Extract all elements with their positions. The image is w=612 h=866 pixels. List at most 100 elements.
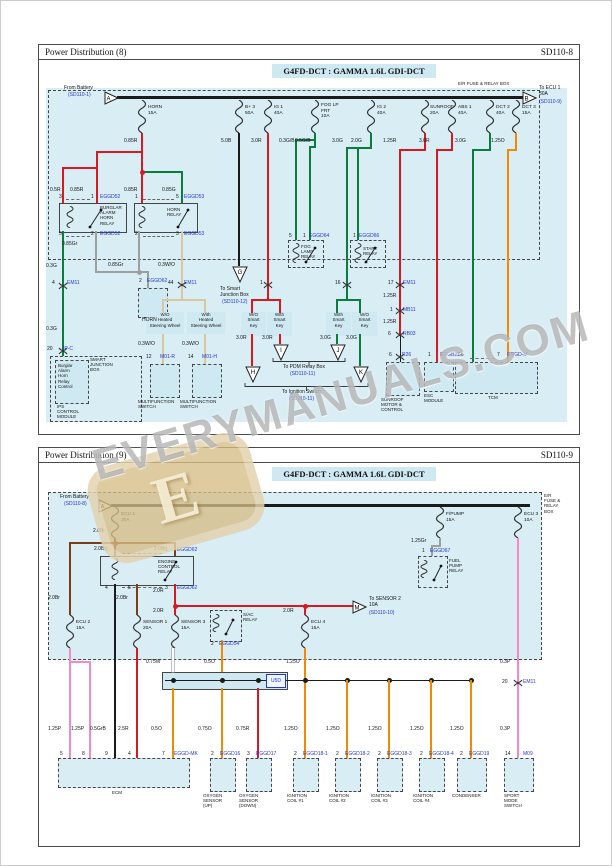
wire-segment <box>62 231 64 356</box>
reference-triangle: A <box>104 91 119 105</box>
wire-segment <box>69 661 91 663</box>
wire-label: 0.5O <box>151 726 162 732</box>
pin-dash-line <box>143 199 174 200</box>
wire-label: 4 <box>105 585 108 591</box>
svg-text:G: G <box>238 270 243 276</box>
wire-segment <box>89 662 91 758</box>
reference-triangle: B <box>522 91 537 105</box>
inline-connector-icon <box>395 331 405 339</box>
wire-label: 2.0Br <box>116 595 128 601</box>
relay-coil-icon <box>138 206 146 228</box>
wire-label: 1.25O <box>410 726 424 732</box>
wire-segment <box>237 133 241 266</box>
wire-segment <box>162 300 164 313</box>
relay-switch-icon <box>224 618 235 636</box>
wire-label: 1 <box>353 233 356 239</box>
inline-connector-icon <box>395 307 405 315</box>
wire-label: 2.0R <box>153 608 164 614</box>
wire-segment <box>309 146 316 148</box>
diagram-box <box>59 203 127 233</box>
wire-segment <box>162 299 206 301</box>
wire-label: 3.0R <box>262 335 273 341</box>
wire-segment <box>95 231 97 272</box>
reference-triangle: A <box>98 499 113 513</box>
connector-label: EGGD53 <box>184 194 205 200</box>
diagram-panel-sd110-8: Power Distribution (8) SD110-8 G4FD-DCT … <box>38 44 580 435</box>
fuse-symbol <box>366 100 376 133</box>
wire-label: 0.5R <box>50 187 61 193</box>
wire-label: 1.25P <box>48 726 62 732</box>
relay-coil-icon <box>66 206 74 228</box>
wire-label: 6 <box>389 352 392 358</box>
wire-label: 0.75W <box>146 659 161 665</box>
component-label: IGNITION COIL #4 <box>413 793 433 804</box>
wire-label: 1.25O <box>450 726 464 732</box>
wire-label: 0.5GrB <box>90 726 106 732</box>
engine-variant-badge: G4FD-DCT : GAMMA 1.6L GDI-DCT <box>272 467 436 481</box>
fuse-label: ECU 3 10A <box>524 512 539 523</box>
wire-label: 16 <box>335 280 341 286</box>
wire-label: 14 <box>505 751 511 757</box>
wire-label: 1 <box>135 194 138 200</box>
wire-label: 2 <box>294 751 297 757</box>
component-label: TCM <box>488 395 498 400</box>
relay-coil-icon <box>111 558 119 580</box>
wire-segment <box>69 648 71 758</box>
wire-segment <box>471 150 475 362</box>
wire-segment <box>204 334 206 364</box>
wire-segment <box>369 133 373 148</box>
inline-connector-icon <box>177 281 187 289</box>
wire-label: 0.85R <box>124 138 138 144</box>
connector-label: EGGD-MK <box>174 751 198 757</box>
wire-label: 2.0Br <box>93 528 105 534</box>
component-label: ENGINE CONTROL RELAY <box>158 559 181 575</box>
connector-label: EGGD-M <box>507 352 528 358</box>
relay-switch-icon <box>304 246 317 264</box>
reference-triangle: I <box>273 344 289 361</box>
pin-dash-line <box>470 358 495 359</box>
wire-segment <box>116 95 524 99</box>
connector-label: EGGD52 <box>100 231 121 237</box>
component-label: ECM <box>112 790 122 795</box>
diagram-box <box>419 758 445 792</box>
connector-label: EGGB22 <box>440 352 461 358</box>
wire-label: 9 <box>105 751 108 757</box>
wire-label: 1.25Gr <box>411 538 427 544</box>
connector-label: (SD110-10) <box>369 610 395 616</box>
relay-switch-icon <box>364 246 377 264</box>
reference-triangle: H <box>245 366 261 383</box>
component-label: OXYGEN SENSOR (UP) <box>203 793 223 809</box>
wire-label: 0.3W/O <box>138 341 155 347</box>
component-label: IGNITION COIL #1 <box>287 793 307 804</box>
wire-label: 3.0G <box>320 335 331 341</box>
component-label: Burglar Alarm Horn Relay Control <box>58 363 73 389</box>
wire-label: 2.0G <box>351 138 362 144</box>
component-label: E/R FUSE & RELAY BOX <box>544 493 561 514</box>
wire-label: 2.0R <box>283 608 294 614</box>
wire-label: 3.0G <box>332 138 343 144</box>
wire-label: 0.3P <box>500 726 511 732</box>
diagram-box <box>210 758 236 792</box>
wire-label: 2 <box>211 641 214 647</box>
wire-segment <box>345 146 373 150</box>
wire-segment <box>431 546 433 556</box>
relay-coil-icon <box>212 614 220 632</box>
wire-segment <box>173 543 177 556</box>
diagram-box <box>150 364 180 398</box>
wire-label: To Smart Junction Box <box>220 286 249 298</box>
wire-label: 0.85Gr <box>62 241 78 247</box>
wire-label: To SENSOR 2 10A <box>369 596 401 608</box>
wire-segment <box>345 148 349 300</box>
connector-label: (SD110-8) <box>64 501 87 507</box>
wire-segment <box>95 271 149 273</box>
component-label: START RELAY <box>363 246 378 257</box>
wire-label: 2 <box>420 751 423 757</box>
wire-label: 3.0R <box>236 335 247 341</box>
panel-header: Power Distribution (8) SD110-8 <box>39 45 579 60</box>
connector-label: EGGD52 <box>100 194 121 200</box>
wire-label: 66 <box>458 352 464 358</box>
connector-label: EM11 <box>403 280 416 286</box>
wire-label: 2 <box>460 751 463 757</box>
wire-segment <box>114 584 116 758</box>
component-label: FOG LAMP RELAY <box>301 244 316 260</box>
